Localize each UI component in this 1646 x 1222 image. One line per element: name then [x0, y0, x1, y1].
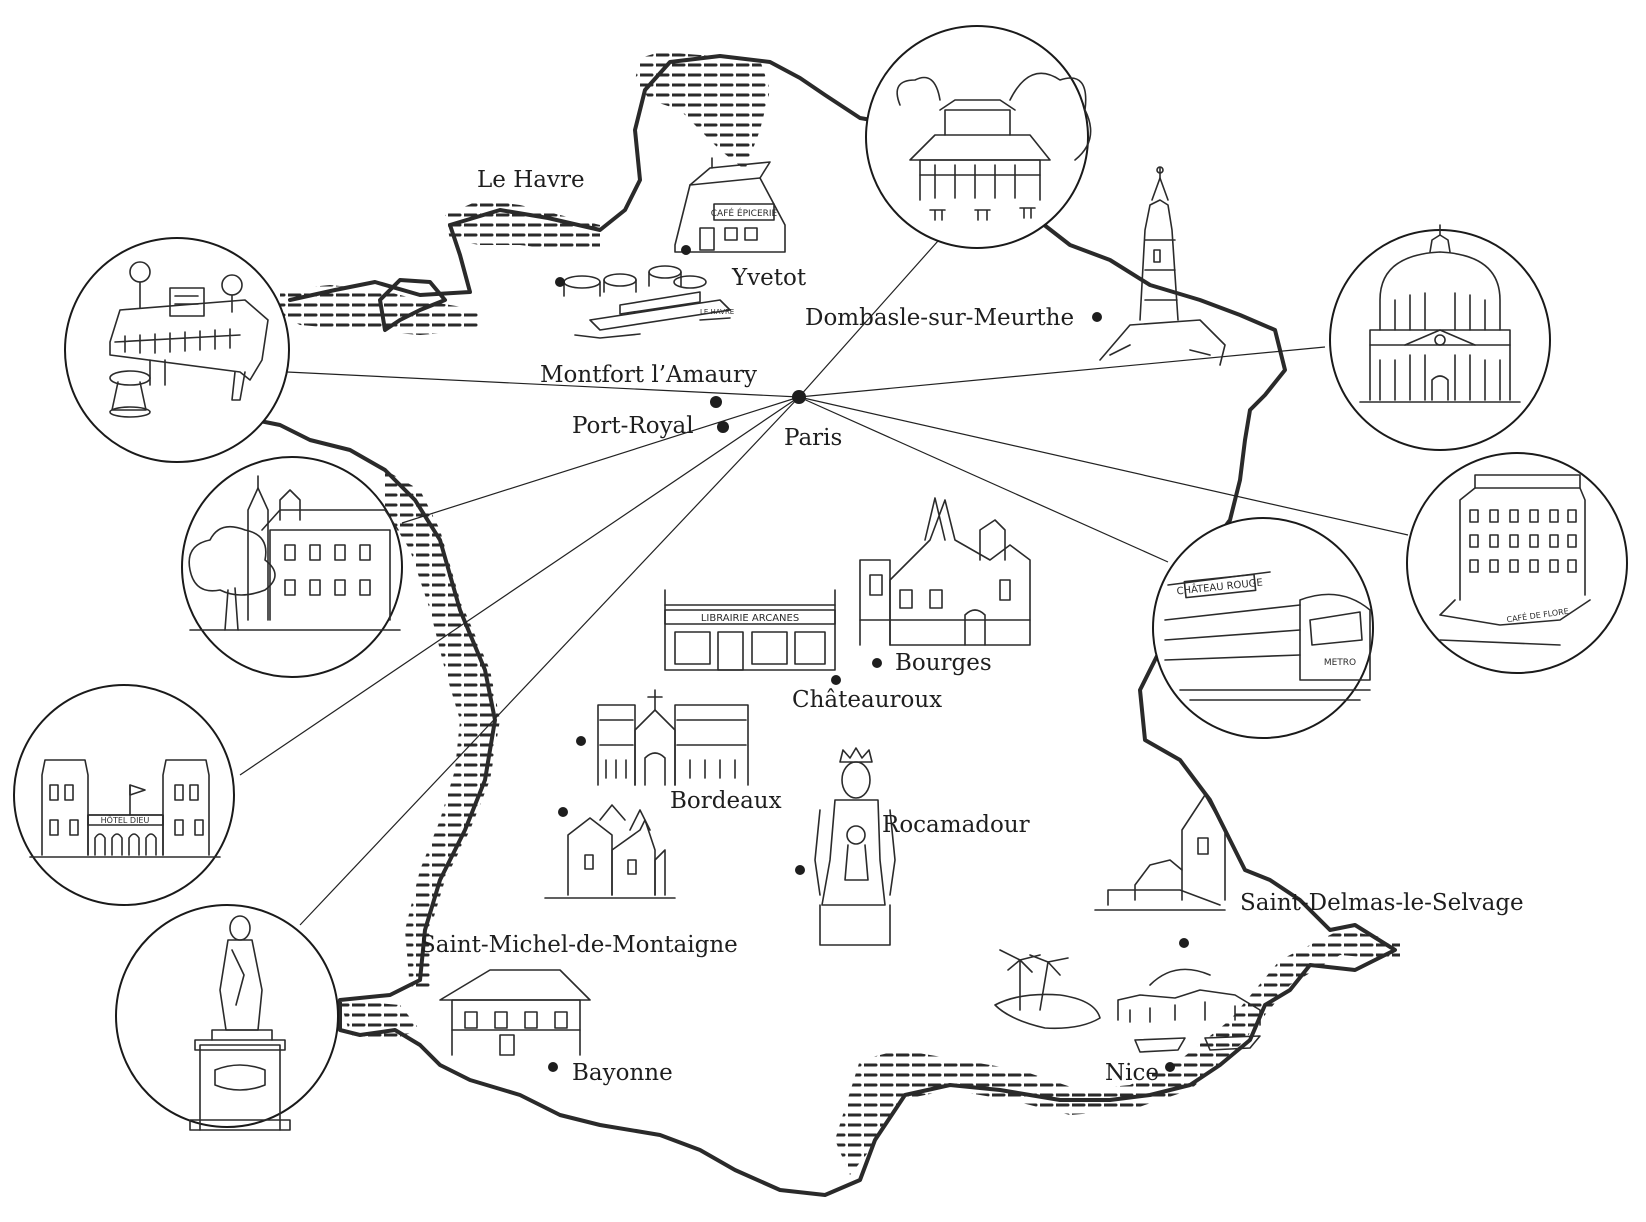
bayonne-dot[interactable]: [548, 1062, 558, 1072]
le-havre-port-sketch: LE HAVRE: [563, 265, 734, 339]
rocamadour-dot[interactable]: [795, 865, 805, 875]
librairie-sign: LIBRAIRIE ARCANES: [701, 613, 799, 624]
cafe-epicerie-sign: CAFÉ ÉPICERIE: [711, 207, 778, 219]
rocamadour-madonna-sketch: [814, 747, 896, 946]
boat-name: LE HAVRE: [700, 308, 734, 316]
grand-piano-icon: [109, 261, 269, 418]
domed-building-icon: [1359, 224, 1521, 403]
medallion-piano[interactable]: [64, 237, 290, 463]
label-saint-delmas: Saint-Delmas-le-Selvage: [1240, 890, 1524, 916]
label-nice: Nice: [1105, 1060, 1159, 1086]
label-yvetot: Yvetot: [731, 265, 807, 291]
connector-lines: [239, 231, 1409, 926]
hotel-dieu-sign: HÔTEL DIEU: [101, 814, 150, 825]
label-montfort: Montfort l’Amaury: [540, 362, 757, 388]
dombasle-dot[interactable]: [1092, 312, 1102, 322]
statue-on-pedestal-icon: [189, 915, 291, 1131]
garden-pavilion-icon: [896, 72, 1092, 221]
le-havre-dot[interactable]: [555, 277, 565, 287]
label-le-havre: Le Havre: [477, 167, 585, 193]
medallion-cafe-de-flore[interactable]: CAFÉ DE FLORE: [1406, 452, 1628, 674]
montaigne-tower-sketch: [544, 804, 676, 899]
cafe-epicerie-sketch: CAFÉ ÉPICERIE: [674, 157, 786, 253]
label-bourges: Bourges: [895, 650, 992, 676]
yvetot-dot[interactable]: [681, 245, 691, 255]
metro-station-icon: CHÂTEAU ROUGE METRO: [1164, 571, 1371, 701]
medallion-metro[interactable]: CHÂTEAU ROUGE METRO: [1152, 517, 1374, 739]
librairie-arcanes-sketch: LIBRAIRIE ARCANES: [664, 589, 836, 671]
cotentin-coast: [378, 278, 447, 332]
bordeaux-church-sketch: [597, 689, 749, 786]
bourges-dot[interactable]: [872, 658, 882, 668]
medallion-hotel-dieu[interactable]: HÔTEL DIEU: [13, 684, 235, 906]
chateauroux-dot[interactable]: [831, 675, 841, 685]
bayonne-house-sketch: [439, 969, 591, 1056]
label-paris: Paris: [784, 425, 842, 451]
medallion-statue[interactable]: [115, 904, 339, 1131]
medallion-dome[interactable]: [1329, 224, 1551, 451]
label-chateauroux: Châteauroux: [792, 687, 942, 713]
label-bordeaux: Bordeaux: [670, 788, 782, 814]
bordeaux-dot[interactable]: [576, 736, 586, 746]
label-dombasle: Dombasle-sur-Meurthe: [805, 305, 1074, 331]
nice-dot[interactable]: [1165, 1062, 1175, 1072]
france-border: [233, 54, 1397, 1197]
label-bayonne: Bayonne: [572, 1060, 673, 1086]
label-saint-michel: Saint-Michel-de-Montaigne: [420, 932, 738, 958]
place-labels: Le Havre Yvetot Dombasle-sur-Meurthe Mon…: [420, 167, 1524, 1086]
saint-delmas-dot[interactable]: [1179, 938, 1189, 948]
montfort-dot[interactable]: [710, 396, 722, 408]
nice-bay-sketch: [994, 949, 1261, 1053]
label-rocamadour: Rocamadour: [882, 812, 1030, 838]
saint-michel-dot[interactable]: [558, 807, 568, 817]
label-port-royal: Port-Royal: [572, 413, 694, 439]
coastal-hatching: [280, 52, 1400, 1175]
place-markers: [548, 245, 1189, 1072]
paris-dot[interactable]: [792, 390, 806, 404]
port-royal-dot[interactable]: [717, 421, 729, 433]
abbey-with-tree-icon: [188, 475, 401, 631]
medallion-pavilion[interactable]: [865, 25, 1092, 249]
metro-sign: METRO: [1324, 658, 1356, 668]
saint-delmas-chapel-sketch: [1094, 794, 1226, 911]
medallion-abbey[interactable]: [181, 456, 403, 678]
bourges-palace-sketch: [859, 497, 1031, 646]
hotel-dieu-icon: HÔTEL DIEU: [29, 759, 221, 858]
dombasle-tower-sketch: [1099, 166, 1226, 366]
